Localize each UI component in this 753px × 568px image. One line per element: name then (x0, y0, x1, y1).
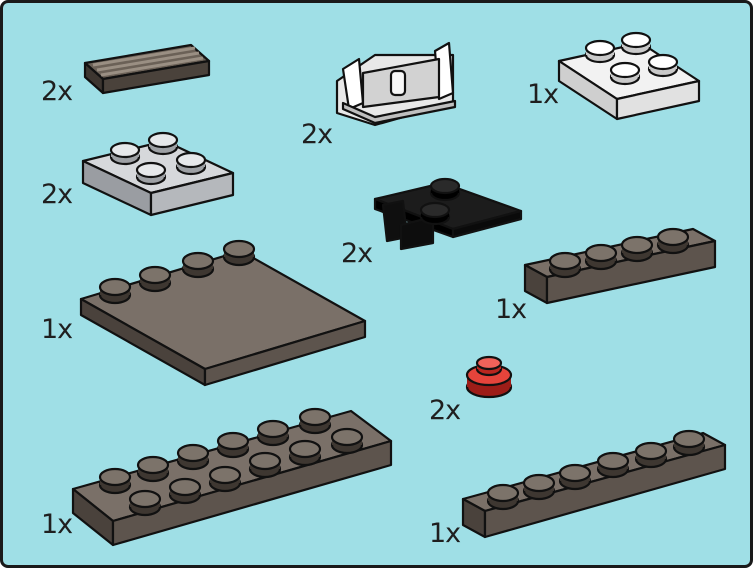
part-plate-2x2-grey (83, 133, 233, 215)
part-hinge-white (337, 43, 455, 125)
quantity-label-hinge-black: 2x (341, 240, 372, 267)
part-plate-1x4-dark (525, 229, 715, 303)
part-round-plate-red (467, 357, 511, 397)
quantity-label-hinge-white: 2x (301, 121, 332, 148)
part-plate-2x2-white (559, 33, 699, 119)
part-hinge-black (375, 179, 521, 249)
quantity-label-plate-2x2-grey: 2x (41, 181, 72, 208)
quantity-label-plate-1x6-dark: 1x (429, 520, 460, 547)
parts-illustration (3, 3, 753, 568)
part-plate-2x8-dark (73, 409, 391, 545)
quantity-label-plate-2x2-white: 1x (527, 81, 558, 108)
quantity-label-tile-grille: 2x (41, 78, 72, 105)
quantity-label-plate-2x8-dark: 1x (41, 511, 72, 538)
part-plate-1x6-dark (463, 431, 725, 537)
part-tile-grille (85, 45, 209, 93)
quantity-label-plate-1x4-dark: 1x (495, 296, 526, 323)
part-plate-4x4-edge (81, 241, 365, 385)
quantity-label-round-plate-red: 2x (429, 397, 460, 424)
quantity-label-plate-4x4-edge: 1x (41, 316, 72, 343)
